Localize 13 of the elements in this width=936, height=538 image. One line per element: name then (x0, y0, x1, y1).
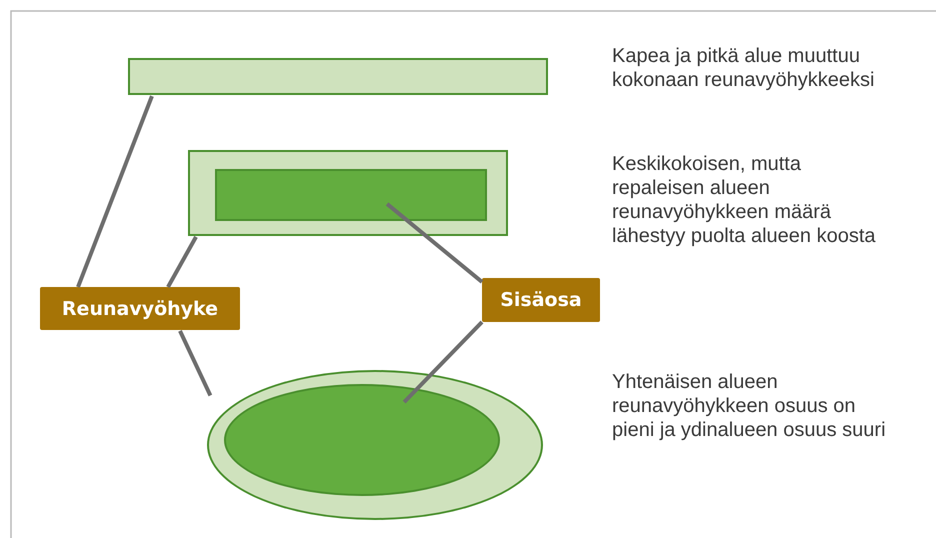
label-tag: Sisäosa (482, 278, 600, 322)
label-tag: Reunavyöhyke (40, 287, 240, 330)
edge-zone-rectangle (128, 58, 548, 95)
description-text: Keskikokoisen, mutta repaleisen alueen reunavyöhykkeen määrä lähestyy puolta alueen koosta (612, 152, 877, 248)
leader-line (166, 236, 198, 288)
leader-line (178, 330, 212, 396)
description-text: Yhtenäisen alueen reunavyöhykkeen osuus on pieni ja ydinalueen osuus suuri (612, 370, 887, 442)
core-rectangle (215, 169, 487, 221)
edge-zone-rectangle (188, 150, 508, 236)
description-text: Kapea ja pitkä alue muuttuu kokonaan reunavyöhykkeeksi (612, 44, 876, 92)
leader-line (76, 95, 154, 288)
leader-line (402, 320, 484, 404)
leader-line (386, 202, 484, 284)
